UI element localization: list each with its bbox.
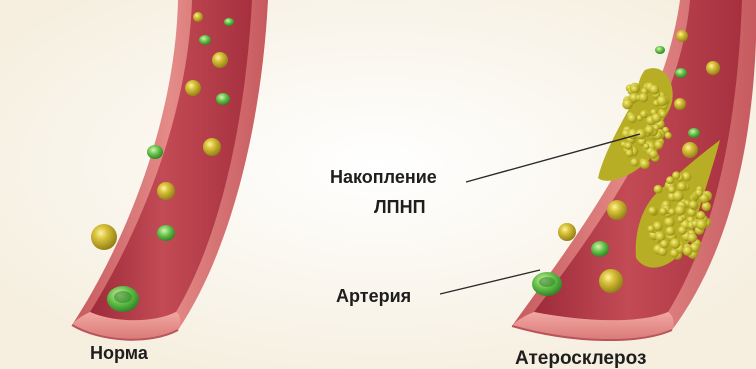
plaque-bead (668, 186, 676, 194)
plaque-bead (643, 143, 649, 149)
plaque-bead (696, 219, 707, 230)
plaque-bead (660, 240, 669, 249)
plaque-bead (675, 205, 686, 216)
plaque-bead (622, 99, 633, 110)
plaque-bead (702, 202, 711, 211)
plaque-bead (683, 246, 693, 256)
plaque-bead (695, 189, 703, 197)
plaque-bead (649, 150, 658, 159)
artery-label: Артерия (336, 286, 411, 306)
plaque-bead (647, 225, 654, 232)
plaque-bead (627, 114, 637, 124)
plaque-bead (645, 125, 654, 134)
plaque-bead (653, 124, 659, 130)
plaque-bead (659, 207, 667, 215)
plaque-bead (648, 207, 657, 216)
plaque-bead (664, 217, 675, 228)
ldl-label-line2: ЛПНП (374, 197, 426, 217)
plaque-bead (649, 85, 659, 95)
plaque-bead (657, 96, 668, 107)
plaque-bead (654, 141, 663, 150)
atherosclerosis-label: Атеросклероз (515, 348, 646, 369)
plaque-bead (659, 111, 666, 118)
plaque-bead (640, 159, 650, 169)
ldl-label-line1: Накопление (330, 167, 437, 187)
plaque-bead (678, 226, 687, 235)
plaque-bead (670, 238, 681, 249)
plaque-bead (631, 85, 639, 93)
plaque-bead (654, 185, 663, 194)
plaque-bead (625, 142, 633, 150)
plaque-bead (672, 171, 680, 179)
plaque-bead (640, 110, 648, 118)
plaque-bead (677, 216, 684, 223)
plaque-bead (689, 201, 698, 210)
plaque-bead (668, 208, 675, 215)
normal-label: Норма (90, 343, 149, 363)
plaque-bead (696, 211, 705, 220)
plaque-bead (670, 249, 679, 258)
plaque-bead (665, 226, 675, 236)
plaque-bead (639, 93, 649, 103)
plaque-bead (625, 149, 633, 157)
plaque-bead (665, 132, 672, 139)
plaque-bead (630, 158, 638, 166)
plaque-bead (677, 182, 687, 192)
plaque-bead (687, 233, 697, 243)
